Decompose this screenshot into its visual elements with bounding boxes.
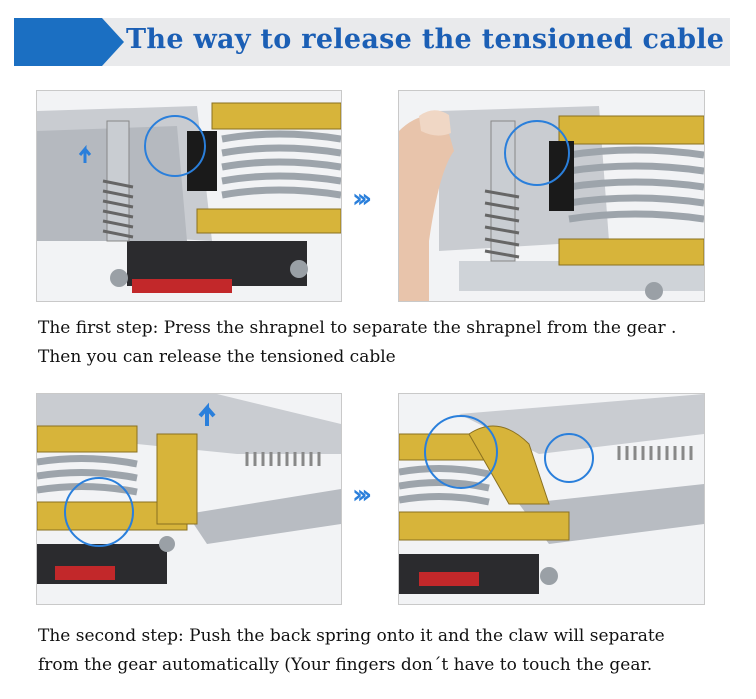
triple-chevron-right-icon: ››› xyxy=(352,480,372,510)
photo-step2-before xyxy=(36,393,342,605)
step-2-description: The second step: Push the back spring on… xyxy=(38,622,738,680)
winch-illustration xyxy=(37,394,341,604)
triple-chevron-right-icon: ››› xyxy=(352,184,372,214)
photo-step2-released xyxy=(398,393,705,605)
photo-step1-pressed xyxy=(398,90,705,302)
step-1-line-2: Then you can release the tensioned cable xyxy=(38,347,396,367)
step-1-line-1: The first step: Press the shrapnel to se… xyxy=(38,318,677,338)
page-title: The way to release the tensioned cable xyxy=(126,24,725,55)
winch-illustration xyxy=(37,91,341,301)
photo-step1-before xyxy=(36,90,342,302)
step-1-description: The first step: Press the shrapnel to se… xyxy=(38,314,738,372)
winch-illustration xyxy=(399,91,704,301)
step-2-line-1: The second step: Push the back spring on… xyxy=(38,626,665,646)
step-2-line-2: from the gear automatically (Your finger… xyxy=(38,655,653,675)
header-banner: The way to release the tensioned cable xyxy=(14,18,730,66)
winch-illustration xyxy=(399,394,704,604)
header-arrow-icon xyxy=(14,18,124,66)
